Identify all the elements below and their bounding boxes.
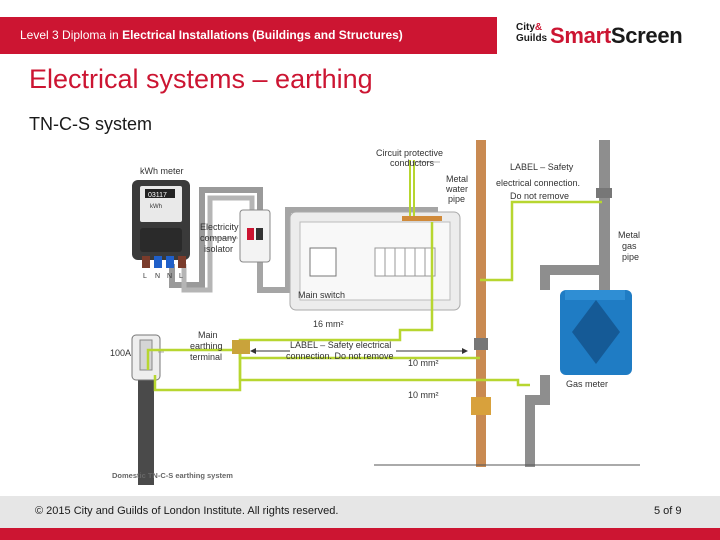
main-earthing-terminal: [232, 340, 250, 354]
gas-label-2: gas: [622, 241, 637, 251]
fuse-carrier: [139, 339, 153, 371]
cpc-label-2: conductors: [390, 158, 435, 168]
water-label-3: pipe: [448, 194, 465, 204]
label-top-2: electrical connection.: [496, 178, 580, 188]
meter-terminal-block: [140, 228, 182, 252]
service-cable: [138, 370, 154, 485]
metal-gas-pipe: [599, 140, 610, 320]
logo-city: City: [516, 22, 535, 33]
gas-label-1: Metal: [618, 230, 640, 240]
city-guilds-logo: City& Guilds: [516, 22, 552, 52]
isolator-label-2: company: [200, 233, 237, 243]
gas-outlet-pipe: [525, 375, 550, 467]
terminal-n1: N: [155, 273, 160, 280]
company-isolator: [239, 209, 271, 263]
terminal-l2: L: [179, 273, 183, 280]
label-arrowhead-right: [462, 348, 468, 354]
water-stopcock: [471, 397, 491, 415]
main-switch: [309, 247, 337, 277]
slide-title: Electrical systems – earthing: [29, 64, 373, 94]
cpc-label-1: Circuit protective: [376, 148, 443, 158]
size-16-label: 16 mm²: [313, 319, 344, 329]
gas-meter-face: [572, 300, 620, 364]
brand-logo: City& Guilds SmartScreen: [516, 22, 686, 52]
water-label-2: water: [445, 184, 468, 194]
met-label-2: earthing: [190, 341, 223, 351]
size-10a-label: 10 mm²: [408, 358, 439, 368]
meter-counter: [145, 189, 175, 198]
diagram-caption: Domestic TN-C-S earthing system: [112, 471, 233, 480]
terminal-n2: N: [167, 273, 172, 280]
course-prefix: Level 3 Diploma in: [20, 28, 123, 42]
kwh-meter-label: kWh meter: [140, 166, 184, 176]
isolator-label-1: Electricity: [200, 222, 239, 232]
earthing-diagram: 03117 kWh L N N L kWh meter El: [110, 140, 640, 485]
isolator-label-3: isolator: [204, 244, 233, 254]
slide-subtitle: TN-C-S system: [29, 114, 152, 134]
meter-reading: 03117: [148, 192, 167, 199]
isolator-switch-1: [247, 228, 254, 240]
page-number: 5 of 9: [654, 505, 682, 517]
label-mid-2: connection. Do not remove: [286, 351, 394, 361]
logo-guilds: Guilds: [516, 33, 548, 44]
cpc-wires: [409, 160, 415, 216]
logo-smart: Smart: [550, 23, 611, 48]
meter-tail-l2: [178, 256, 186, 268]
water-label-1: Metal: [446, 174, 468, 184]
label-mid-1: LABEL – Safety electrical: [290, 340, 391, 350]
course-name: Electrical Installations (Buildings and …: [122, 28, 403, 42]
cpc-earth-bar: [402, 216, 442, 221]
isolator-switch-2: [256, 228, 263, 240]
meter-tail-n2: [166, 256, 174, 268]
copyright-notice: © 2015 City and Guilds of London Institu…: [35, 505, 339, 517]
course-title: Level 3 Diploma in Electrical Installati…: [20, 28, 403, 42]
size-10b-label: 10 mm²: [408, 390, 439, 400]
met-label-1: Main: [198, 330, 218, 340]
gas-meter-label: Gas meter: [566, 379, 608, 389]
main-switch-label: Main switch: [298, 290, 345, 300]
meter-tail-l1: [142, 256, 150, 268]
logo-screen: Screen: [610, 23, 683, 48]
label-top-3: Do not remove: [510, 191, 569, 201]
gas-pipe-clamp: [596, 188, 612, 198]
smartscreen-logo: SmartScreen: [550, 23, 683, 49]
gas-label-3: pipe: [622, 252, 639, 262]
main-earthing-conductor: [146, 222, 434, 370]
meter-unit: kWh: [150, 204, 162, 210]
label-top-1: LABEL – Safety: [510, 162, 574, 172]
footer-red-strip: [0, 528, 720, 540]
gas-meter-top: [565, 290, 625, 300]
footer-bar: [0, 496, 720, 528]
water-pipe-clamp: [474, 338, 488, 350]
metal-water-pipe: [476, 140, 486, 467]
meter-tails: [169, 187, 263, 288]
met-label-3: terminal: [190, 352, 222, 362]
label-arrowhead: [250, 348, 256, 354]
earth-service: [153, 350, 242, 392]
logo-amp: &: [534, 22, 543, 33]
bonding-gas-upper: [480, 200, 602, 282]
terminal-l1: L: [143, 273, 147, 280]
meter-tail-n1: [154, 256, 162, 268]
fuse-100a-label: 100A: [110, 348, 131, 358]
meter-tails-2: [181, 195, 255, 293]
header-bar: [0, 17, 497, 54]
